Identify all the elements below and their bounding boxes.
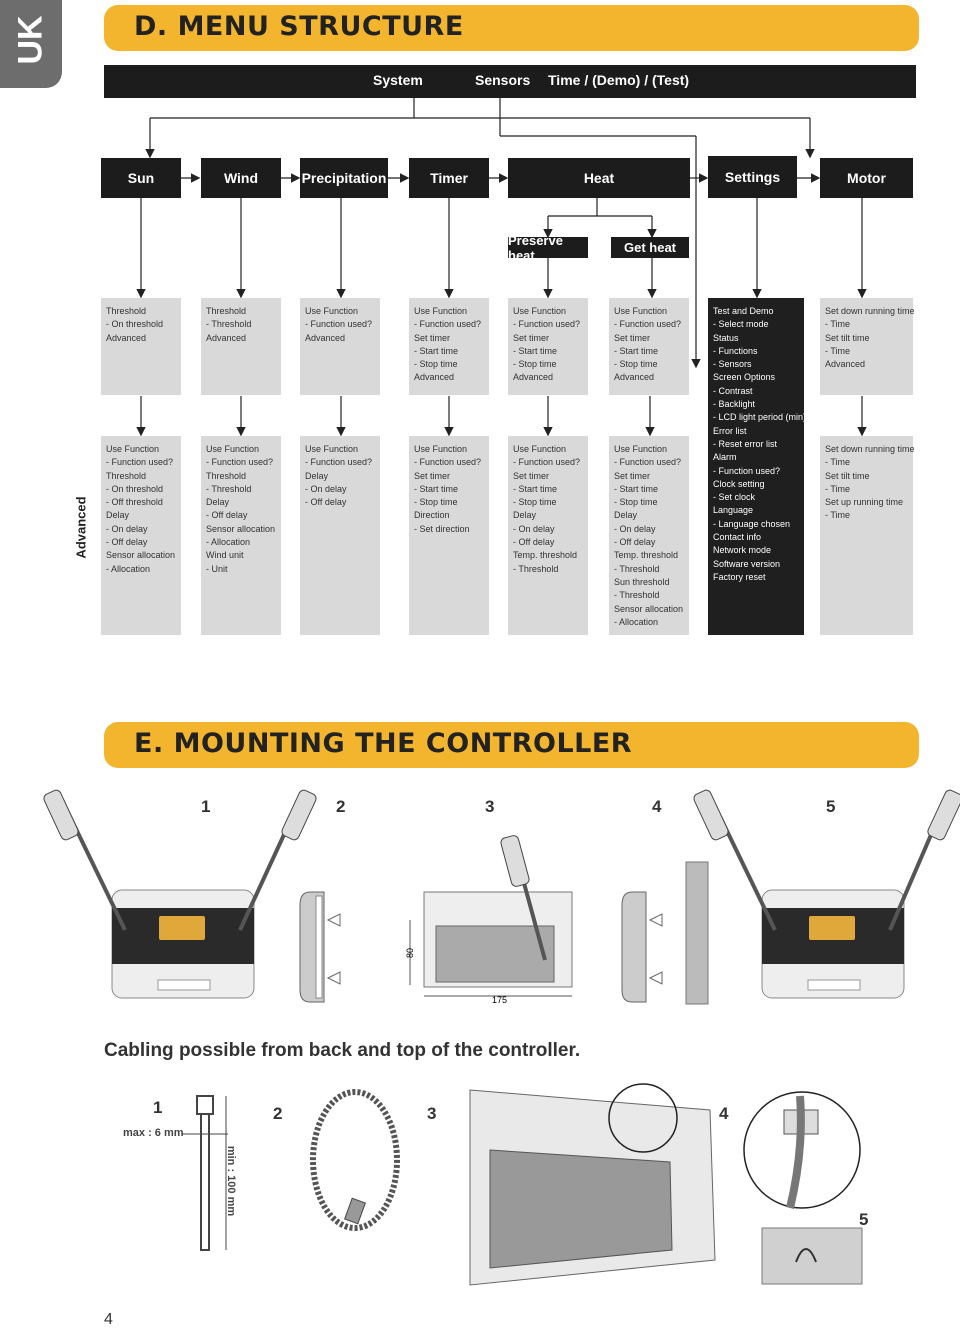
top-bar-system: System [373,72,423,88]
precipitation-advanced-box: Use Function - Function used? Delay - On… [300,436,380,635]
menu-motor: Motor [820,158,913,198]
back-plate-illustration-3 [409,835,573,997]
controller-front-illustration-1 [43,789,317,999]
section-e-title: E. MOUNTING THE CONTROLLER [134,728,633,759]
screwdriver-icon [238,789,317,931]
side-view-illustration-2 [299,891,341,1003]
dimension-width: 175 [492,995,507,1005]
cable-step-1: 1 [153,1098,163,1117]
dimension-height: 80 [405,948,415,958]
preserve-heat-advanced-box: Use Function - Function used? Set timer … [508,436,588,635]
wind-basic-box: Threshold - Threshold Advanced [201,298,281,395]
menu-connectors [136,98,867,437]
top-bar-sensors: Sensors [475,72,531,88]
menu-precipitation: Precipitation [300,158,388,198]
cable-step-3: 3 [427,1104,437,1123]
language-tab: UK [0,0,62,88]
get-heat-basic-box: Use Function - Function used? Set timer … [609,298,689,395]
section-d-banner: D. MENU STRUCTURE [104,5,919,51]
cabling-box-illustration [469,1083,716,1286]
timer-advanced-box: Use Function - Function used? Set timer … [409,436,489,635]
side-view-illustration-4 [621,861,709,1005]
mount-step-2: 2 [336,797,346,816]
screwdriver-icon [888,789,960,931]
cable-step-5: 5 [859,1210,869,1229]
mount-step-1: 1 [201,797,211,816]
sun-advanced-box: Use Function - Function used? Threshold … [101,436,181,635]
cable-tie-straight-illustration [182,1095,228,1251]
screwdriver-icon [500,835,547,961]
min-length-label: min : 100 mm [225,1145,238,1217]
precipitation-basic-box: Use Function - Function used? Advanced [300,298,380,395]
section-e-banner: E. MOUNTING THE CONTROLLER [104,722,919,768]
menu-heat: Heat [508,158,690,198]
menu-get-heat: Get heat [611,237,689,258]
sun-basic-box: Threshold - On threshold Advanced [101,298,181,395]
max-width-label: max : 6 mm [123,1127,184,1139]
cable-zoom-illustration [743,1091,861,1209]
motor-advanced-box: Set down running time - Time Set tilt ti… [820,436,915,635]
cabling-caption: Cabling possible from back and top of th… [104,1040,581,1061]
menu-preserve-heat: Preserve heat [508,233,588,263]
menu-settings: Settings [708,156,797,198]
screwdriver-icon [693,789,777,931]
menu-sun: Sun [101,158,181,198]
mount-step-4: 4 [652,797,662,816]
screwdriver-icon [43,789,127,931]
motor-basic-box: Set down running time - Time Set tilt ti… [820,298,915,395]
section-d-title: D. MENU STRUCTURE [134,11,464,42]
page-number: 4 [104,1311,113,1328]
cable-fixing-illustration [761,1227,863,1285]
top-bar: System Sensors Time / (Demo) / (Test) [104,65,916,98]
controller-front-illustration-5 [693,789,960,999]
mount-step-5: 5 [826,797,836,816]
cable-step-4: 4 [719,1104,729,1123]
mount-step-3: 3 [485,797,495,816]
top-bar-time: Time / (Demo) / (Test) [548,72,690,88]
get-heat-advanced-box: Use Function - Function used? Set timer … [609,436,689,635]
menu-wind: Wind [201,158,281,198]
settings-box: Test and Demo - Select mode Status - Fun… [708,298,806,635]
wind-advanced-box: Use Function - Function used? Threshold … [201,436,281,635]
cable-step-2: 2 [273,1104,283,1123]
cable-tie-loop-illustration [310,1089,400,1231]
timer-basic-box: Use Function - Function used? Set timer … [409,298,489,395]
menu-timer: Timer [409,158,489,198]
preserve-heat-basic-box: Use Function - Function used? Set timer … [508,298,588,395]
